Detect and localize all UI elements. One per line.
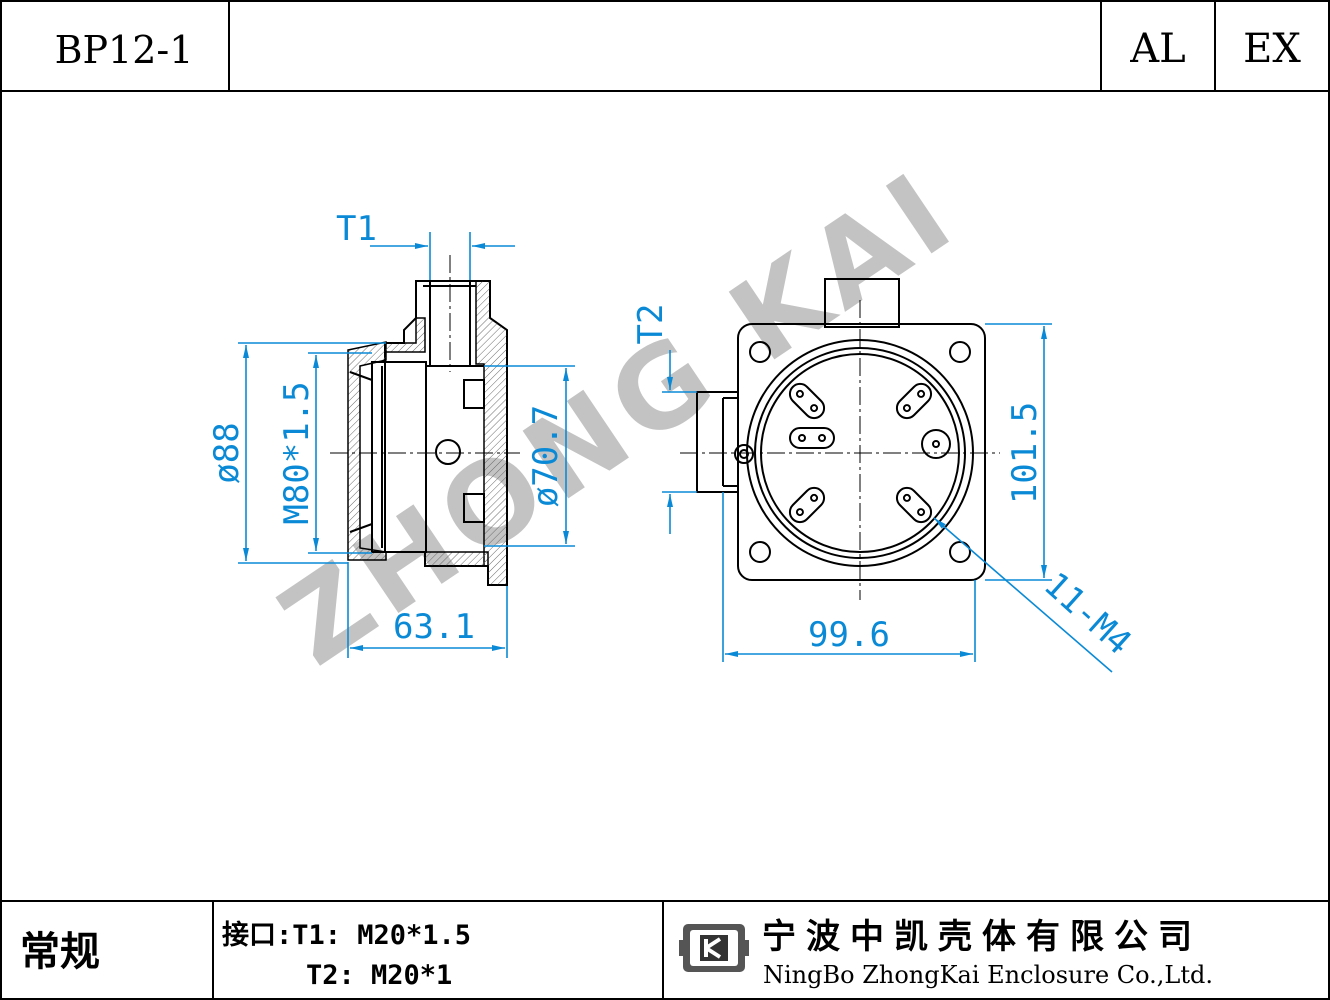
type-code: EX — [1243, 26, 1301, 72]
interface-line-2: T2: M20*1 — [306, 960, 452, 991]
hatched-top-wall — [384, 317, 426, 353]
model-number: BP12-1 — [55, 28, 194, 72]
dim-dia-88: ø88 — [207, 422, 247, 483]
dim-dia-70-7: ø70.7 — [526, 405, 566, 507]
hatched-boss-wall — [475, 280, 508, 586]
category-label: 常规 — [20, 929, 100, 975]
dimensions — [238, 232, 1113, 673]
company-name-en: NingBo ZhongKai Enclosure Co.,Ltd. — [763, 961, 1213, 989]
dimension-labels: T1 ø88 M80*1.5 ø70.7 63.1 T2 99.6 101.5 … — [207, 209, 1139, 663]
interface-line-1: 接口:T1: M20*1.5 — [222, 920, 471, 951]
header-block: BP12-1 AL EX — [1, 0, 1330, 92]
side-view — [347, 280, 508, 586]
dim-holes-11-m4: 11-M4 — [1036, 565, 1139, 663]
dim-width-63-1: 63.1 — [393, 607, 475, 647]
dim-width-99-6: 99.6 — [808, 615, 890, 655]
footer-block: 常规 接口:T1: M20*1.5 T2: M20*1 宁波中凯壳体有限公司 N… — [1, 900, 1329, 999]
dim-height-101-5: 101.5 — [1005, 402, 1045, 504]
material-code: AL — [1129, 26, 1185, 72]
dim-t2: T2 — [631, 304, 671, 345]
dim-thread-m80: M80*1.5 — [277, 381, 317, 524]
company-logo — [679, 924, 749, 972]
dim-t1: T1 — [336, 209, 377, 249]
company-name-cn: 宁波中凯壳体有限公司 — [762, 917, 1202, 957]
